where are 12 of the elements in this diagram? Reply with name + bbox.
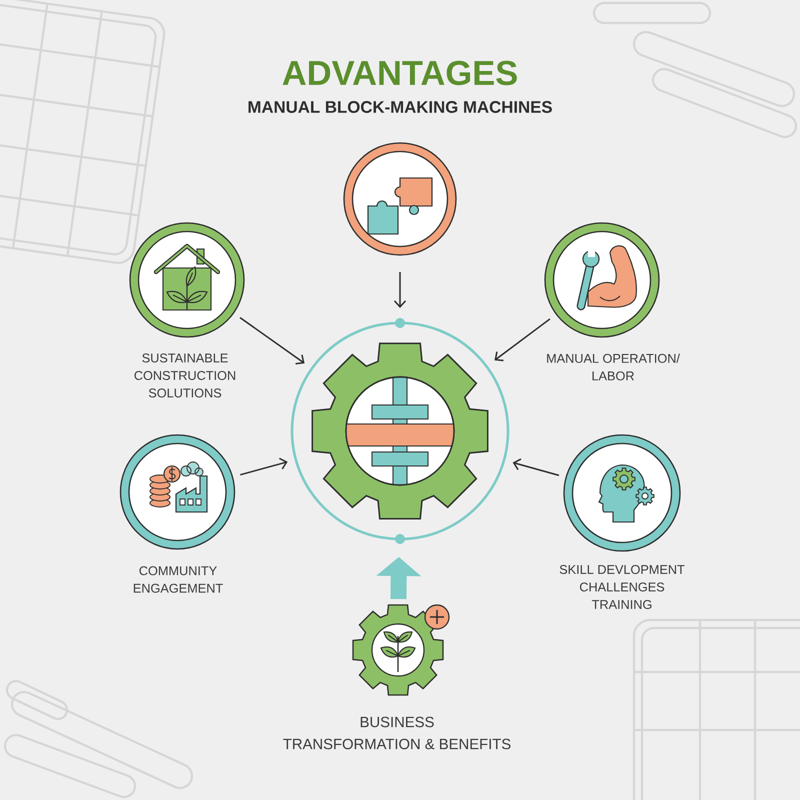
title: ADVANTAGES bbox=[282, 60, 517, 86]
icon-label: SKILL DEVLOPMENT CHALLENGES TRAINING bbox=[560, 565, 685, 609]
icon-label: MANUAL OPERATION/ LABOR bbox=[547, 354, 680, 380]
arrow bbox=[240, 316, 305, 364]
icon-label: SUSTAINABLE CONSTRUCTION SOLUTIONS bbox=[134, 354, 236, 398]
icon-label: BUSINESS TRANSFORMATION & BENEFITS bbox=[283, 716, 510, 750]
subtitle: MANUAL BLOCK-MAKING MACHINES bbox=[248, 101, 552, 113]
arrow bbox=[240, 458, 288, 476]
arrow bbox=[394, 272, 406, 308]
arrow bbox=[512, 458, 560, 476]
icon-label: COMMUNITY ENGAGEMENT bbox=[134, 566, 223, 593]
arrow bbox=[494, 318, 550, 362]
